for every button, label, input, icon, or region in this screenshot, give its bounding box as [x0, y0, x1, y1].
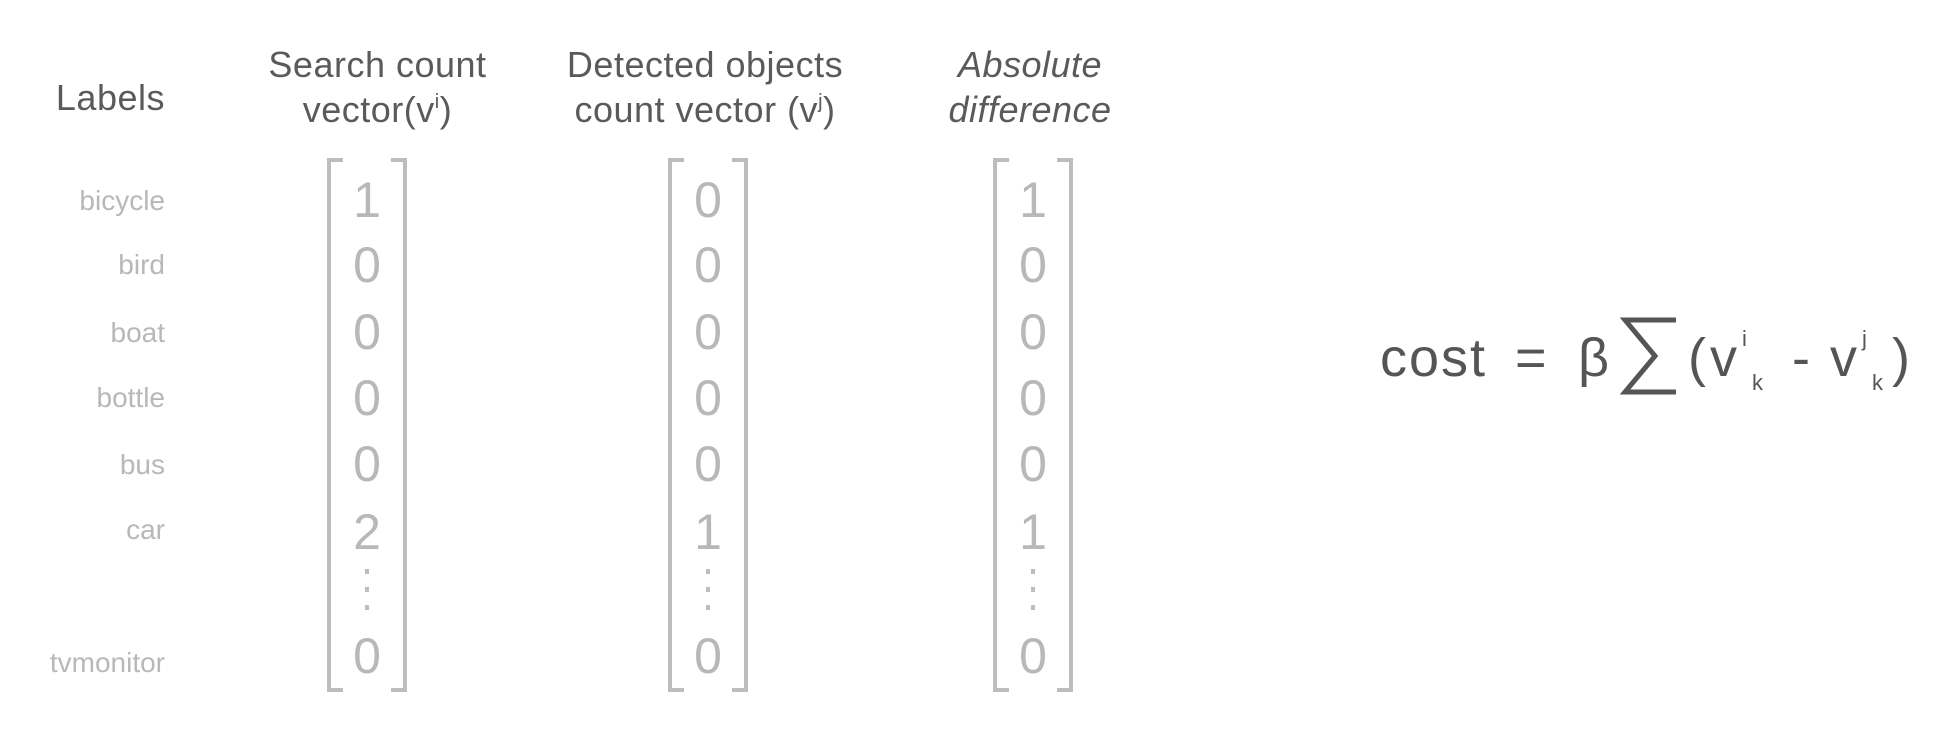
vector-value: 0	[353, 370, 381, 426]
formula-sup-j: j	[1862, 326, 1867, 351]
vector-value: 0	[694, 436, 722, 492]
vector-value: 1	[694, 504, 722, 560]
formula-minus: -	[1792, 328, 1812, 388]
row-label-bus: bus	[119, 449, 165, 480]
row-label-boat: boat	[110, 317, 166, 348]
left-bracket	[993, 158, 1009, 692]
vector-value: 0	[353, 304, 381, 360]
vector-value: 0	[1019, 370, 1047, 426]
vector-value: 0	[353, 237, 381, 293]
vector-value: 0	[1019, 436, 1047, 492]
formula-equals: =	[1515, 328, 1549, 388]
formula-cost: cost	[1380, 328, 1488, 388]
labels-header: Labels	[55, 77, 165, 118]
row-label-bird: bird	[118, 249, 165, 280]
search-count-vector: 1 0 0 0 0 2 0	[327, 158, 407, 692]
vector-value: 1	[1019, 504, 1047, 560]
left-bracket	[668, 158, 684, 692]
vector-value: 1	[1019, 172, 1047, 228]
formula-sup-i: i	[1742, 326, 1747, 351]
row-label-tvmonitor: tvmonitor	[49, 647, 165, 678]
right-bracket	[391, 158, 407, 692]
search-count-header-line2: vector(vi)	[302, 89, 453, 130]
vector-value: 1	[353, 172, 381, 228]
formula-sub-k: k	[1872, 370, 1883, 395]
vector-value: 0	[694, 370, 722, 426]
detected-count-header-line1: Detected objects	[566, 44, 844, 85]
absolute-difference-vector: 1 0 0 0 0 1 0	[993, 158, 1073, 692]
search-count-header-line1: Search count	[268, 44, 487, 85]
formula-open-paren: (	[1688, 328, 1708, 388]
vector-value: 0	[1019, 304, 1047, 360]
row-label-car: car	[126, 514, 165, 545]
absolute-difference-header-line1: Absolute	[957, 44, 1103, 85]
right-bracket	[732, 158, 748, 692]
vector-value: 0	[694, 237, 722, 293]
formula-v-i: v	[1710, 328, 1739, 388]
search-count-header: Search count vector(vi)	[255, 42, 500, 132]
formula-sub-k: k	[1752, 370, 1763, 395]
row-label-bottle: bottle	[96, 382, 166, 413]
vector-value: 0	[694, 628, 722, 684]
left-bracket	[327, 158, 343, 692]
formula-v-j: v	[1830, 328, 1859, 388]
vector-value: 0	[694, 172, 722, 228]
row-label-bicycle: bicycle	[79, 185, 165, 216]
absolute-difference-header-line2: difference	[948, 89, 1112, 130]
detected-count-vector: 0 0 0 0 0 1 0	[668, 158, 748, 692]
detected-count-header: Detected objects count vector (vj)	[545, 42, 865, 132]
vertical-ellipsis	[365, 569, 369, 619]
vector-value: 2	[353, 504, 381, 560]
vector-value: 0	[694, 304, 722, 360]
vector-value: 0	[1019, 237, 1047, 293]
summation-sign-icon	[1620, 317, 1676, 395]
right-bracket	[1057, 158, 1073, 692]
formula-close-paren: )	[1892, 328, 1912, 388]
vertical-ellipsis	[706, 569, 710, 619]
vector-value: 0	[1019, 628, 1047, 684]
vector-value: 0	[353, 436, 381, 492]
detected-count-header-line2: count vector (vj)	[574, 89, 836, 130]
absolute-difference-header: Absolute difference	[925, 42, 1135, 132]
formula-beta: β	[1578, 328, 1612, 388]
vector-value: 0	[353, 628, 381, 684]
vertical-ellipsis	[1031, 569, 1035, 619]
